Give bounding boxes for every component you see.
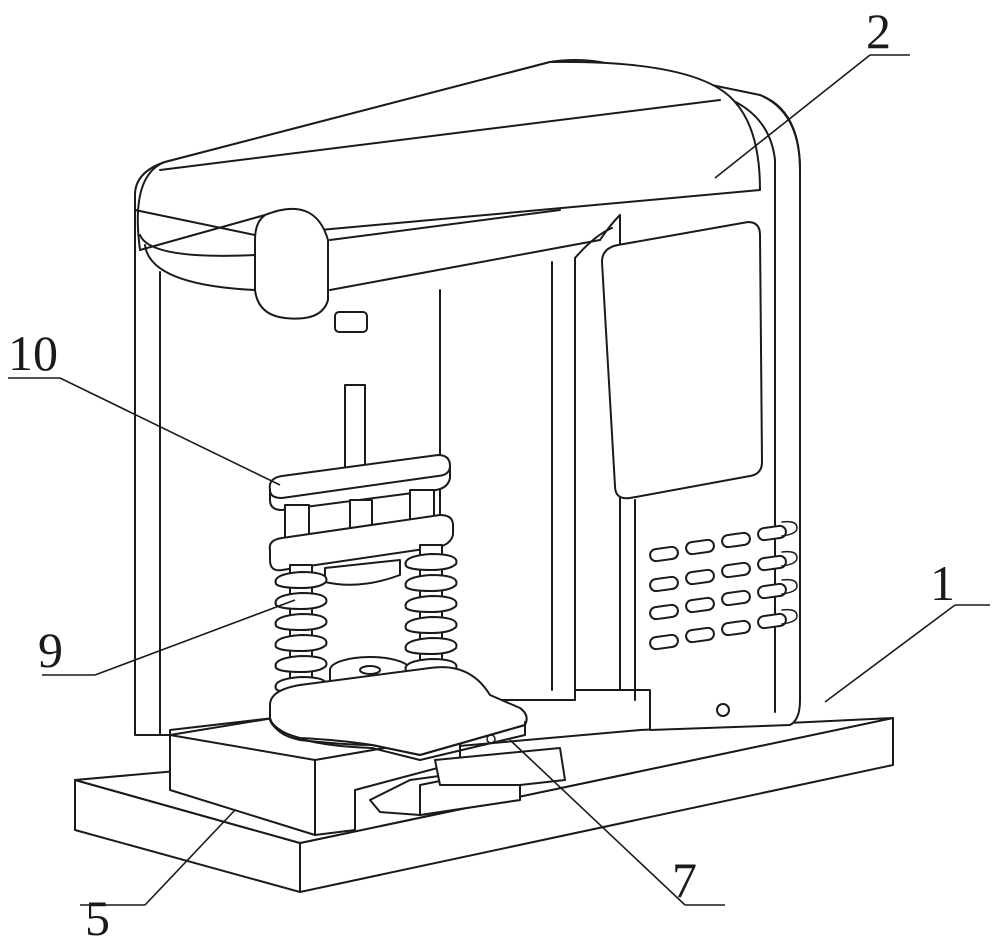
spring-coil	[404, 553, 458, 571]
label-slide-block: 5	[85, 890, 110, 945]
spring-coil	[404, 637, 458, 655]
spring-right	[404, 544, 458, 676]
spring-coil	[274, 571, 328, 589]
leader-lines	[8, 54, 990, 906]
screw	[716, 703, 730, 717]
slide-block	[169, 711, 566, 836]
panel-button	[721, 619, 751, 637]
spring-coil	[274, 634, 328, 652]
spring-left	[274, 564, 328, 696]
panel-button	[721, 561, 751, 579]
panel-button	[649, 603, 679, 621]
panel-button	[757, 554, 787, 572]
spring-coil	[404, 595, 458, 613]
spring-coil	[274, 592, 328, 610]
panel-button	[757, 612, 787, 630]
label-tray: 7	[672, 852, 697, 908]
panel-button-edge	[781, 608, 798, 625]
panel-button	[685, 538, 715, 556]
panel-button	[721, 531, 751, 549]
panel-button-edge	[781, 550, 798, 567]
panel-button	[685, 568, 715, 586]
label-base: 1	[930, 555, 955, 611]
spring-coil	[404, 616, 458, 634]
spring-coil	[274, 613, 328, 631]
spring-coil	[274, 655, 328, 673]
panel-button	[757, 582, 787, 600]
display-panel	[601, 221, 763, 500]
panel-button	[685, 626, 715, 644]
panel-button	[685, 596, 715, 614]
spring-plate	[268, 514, 454, 572]
panel-button	[649, 545, 679, 563]
panel-button	[649, 633, 679, 651]
label-housing: 2	[866, 3, 891, 59]
label-press-plate: 10	[8, 325, 58, 381]
tray	[269, 666, 528, 761]
panel-button	[649, 575, 679, 593]
button-grid	[649, 520, 798, 651]
panel-button	[721, 589, 751, 607]
panel-button-edge	[781, 520, 798, 537]
panel-button-edge	[781, 578, 798, 595]
label-spring: 9	[38, 622, 63, 678]
spring-coil	[404, 574, 458, 592]
panel-button	[757, 524, 787, 542]
